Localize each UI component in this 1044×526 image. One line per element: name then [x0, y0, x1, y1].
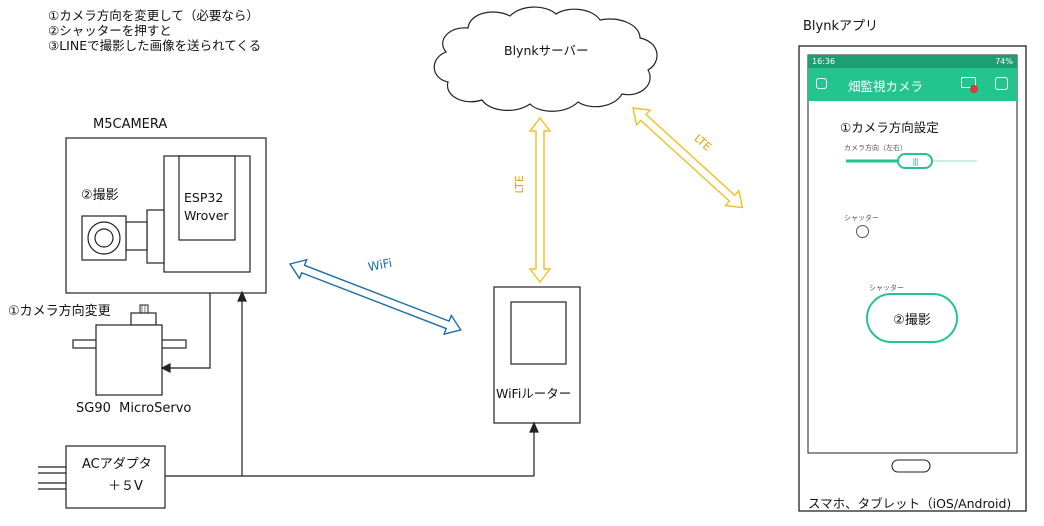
ac-adapter-label: ACアダプタ — [82, 457, 152, 472]
slider-label: カメラ方向（左右） — [844, 144, 907, 152]
router-label: WiFiルーター — [496, 386, 572, 401]
camera-direction-slider[interactable]: ||| — [897, 153, 933, 169]
lte-arrow-vertical — [528, 116, 552, 284]
status-time: 16:36 — [812, 57, 836, 66]
camera-lens-connector — [146, 209, 165, 264]
device-status-icon[interactable] — [961, 77, 976, 88]
status-battery: 74% — [995, 57, 1013, 66]
device-caption: スマホ、タブレット（iOS/Android) — [808, 496, 1012, 511]
phone-home-button — [891, 459, 931, 473]
servo-body — [95, 324, 163, 396]
blynk-cloud-shape — [433, 6, 658, 112]
esp32-chip — [178, 155, 236, 241]
router-screen — [510, 301, 567, 365]
note-line-3: ③LINEで撮影した画像を送られてくる — [48, 38, 262, 53]
camera-lens-inner — [94, 228, 114, 248]
wire-camera-to-servo — [160, 293, 211, 373]
servo-gear — [139, 304, 149, 314]
m5camera-title: M5CAMERA — [93, 117, 168, 132]
shutter-button-caption: シャッター — [869, 284, 904, 292]
lte-link-label-vertical: LTE — [512, 175, 526, 194]
instruction-notes: ①カメラ方向を変更して（必要なら） ②シャッターを押すと ③LINEで撮影した画… — [48, 8, 261, 53]
camera-lens-neck — [125, 221, 148, 251]
servo-name-label: SG90 MicroServo — [76, 401, 192, 416]
wifi-arrow — [288, 258, 462, 336]
shoot-label: ②撮影 — [81, 188, 119, 203]
esp32-label: ESP32 Wrover — [184, 190, 229, 223]
shutter-radio[interactable] — [856, 225, 869, 238]
shutter-toggle-label: シャッター — [844, 214, 879, 222]
phone-status-bar: 16:36 74% — [808, 55, 1017, 68]
blynk-server-label: Blynkサーバー — [504, 43, 589, 58]
ac-adapter-voltage: ＋５V — [108, 479, 143, 494]
app-settings-icon[interactable] — [995, 77, 1008, 90]
shutter-button-label: ②撮影 — [893, 312, 931, 328]
notification-badge-icon — [970, 85, 978, 93]
lte-arrow-diagonal — [632, 107, 744, 209]
ac-adapter-box — [65, 445, 166, 509]
camera-direction-section-title: ①カメラ方向設定 — [840, 120, 939, 135]
shutter-button[interactable]: ②撮影 — [866, 293, 958, 343]
blynk-app-label: Blynkアプリ — [803, 19, 878, 34]
note-line-2: ②シャッターを押すと — [48, 23, 172, 38]
phone-screen — [807, 54, 1018, 454]
app-title: 畑監視カメラ — [848, 79, 924, 94]
wire-power — [165, 290, 539, 477]
app-header: 畑監視カメラ — [808, 68, 1017, 101]
camera-direction-change-label: ①カメラ方向変更 — [8, 304, 111, 319]
note-line-1: ①カメラ方向を変更して（必要なら） — [48, 8, 259, 23]
servo-top — [130, 312, 157, 326]
app-menu-icon[interactable] — [816, 78, 827, 89]
